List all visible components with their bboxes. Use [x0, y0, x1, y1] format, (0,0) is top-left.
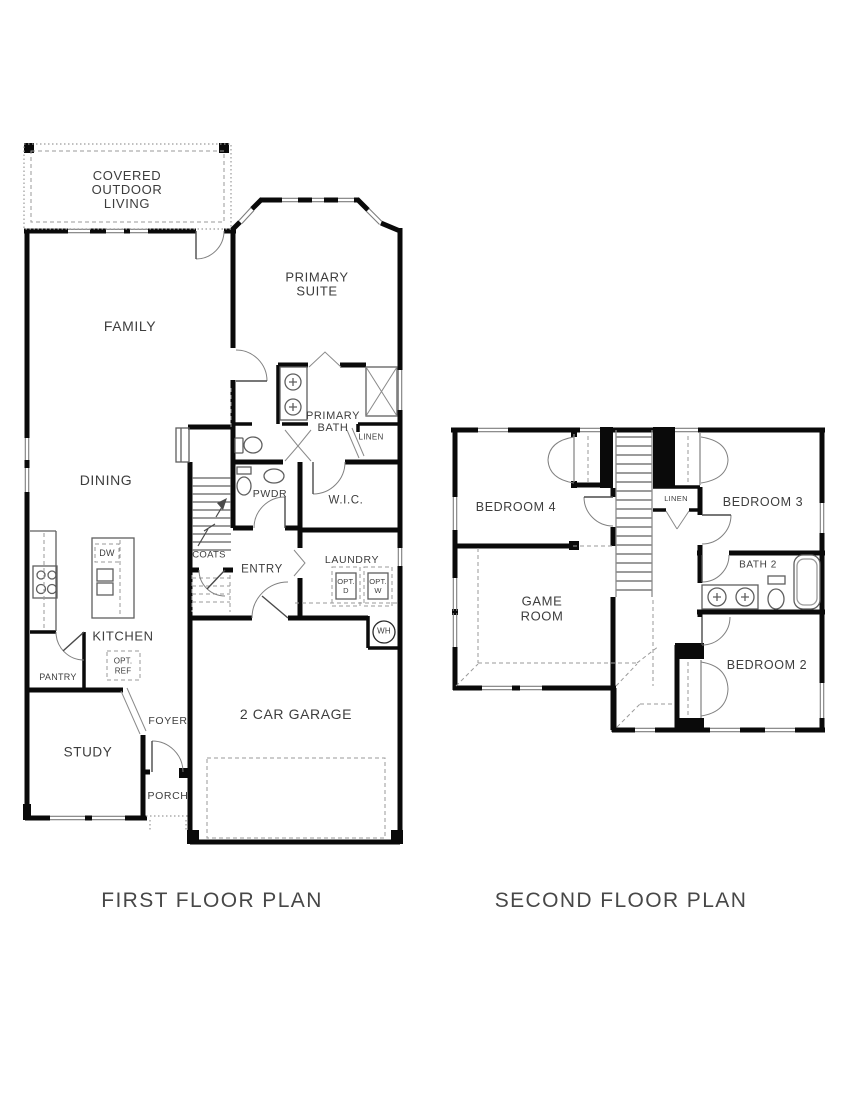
label-opt-ref: OPT. REF: [113, 656, 133, 676]
first-floor-caption: FIRST FLOOR PLAN: [101, 889, 323, 912]
room-label-bedroom-3: BEDROOM 3: [722, 495, 804, 509]
room-label-porch: PORCH: [147, 790, 189, 803]
room-label-bedroom-4: BEDROOM 4: [475, 500, 557, 514]
room-label-family: FAMILY: [103, 318, 157, 335]
room-label-kitchen: KITCHEN: [92, 628, 154, 644]
room-label-game-room: GAME ROOM: [520, 593, 564, 623]
room-label-bedroom-2: BEDROOM 2: [726, 658, 808, 672]
second-floor-walls: [451, 427, 825, 733]
room-label-covered-outdoor-living: COVERED OUTDOOR LIVING: [91, 168, 163, 211]
label-dishwasher: DW: [99, 547, 115, 558]
room-label-wic: W.I.C.: [328, 494, 364, 507]
room-label-dining: DINING: [79, 472, 133, 489]
room-label-study: STUDY: [63, 744, 113, 760]
room-label-opt-w: OPT. W: [369, 577, 387, 595]
room-label-garage: 2 CAR GARAGE: [239, 706, 353, 723]
room-label-bath-2: BATH 2: [739, 559, 777, 571]
room-label-laundry: LAUNDRY: [324, 554, 380, 567]
second-floor-caption: SECOND FLOOR PLAN: [494, 889, 748, 912]
room-label-foyer: FOYER: [148, 715, 188, 728]
room-label-pantry: PANTRY: [39, 671, 77, 682]
room-label-primary-bath: PRIMARY BATH: [305, 410, 361, 434]
room-label-coats: COATS: [192, 549, 226, 561]
room-label-pwdr: PWDR: [252, 488, 288, 501]
label-water-heater: WH: [377, 626, 391, 636]
room-label-linen-2: LINEN: [664, 493, 688, 503]
room-label-entry: ENTRY: [241, 563, 283, 576]
room-label-primary-suite: PRIMARY SUITE: [285, 269, 349, 298]
room-label-opt-d: OPT. D: [337, 577, 355, 595]
room-label-linen: LINEN: [358, 432, 384, 442]
first-floor-walls: [23, 143, 403, 845]
